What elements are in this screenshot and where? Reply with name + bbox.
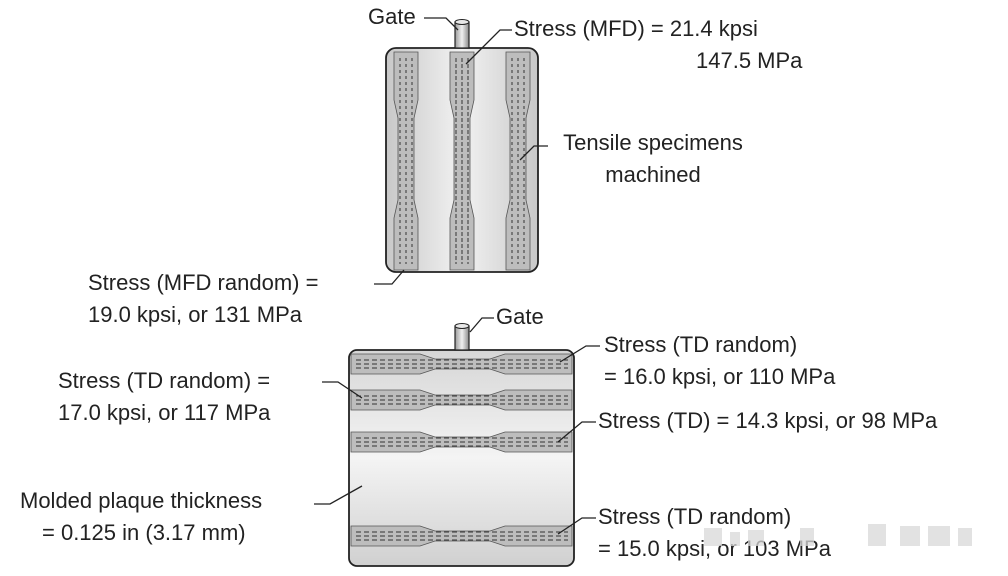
bottom-specimen-3 [350,431,573,453]
stress-mfd-mpa-label: 147.5 MPa [696,48,803,73]
top-specimen-center [449,51,475,271]
stress-mfd-random-label: Stress (MFD random) = [88,270,319,295]
stress-td-random-bottom-label: Stress (TD random) [598,504,792,529]
stress-mfd-label: Stress (MFD) = 21.4 kpsi [514,16,758,41]
leader-top-gate [424,17,459,31]
stress-td-random-right-value: = 16.0 kpsi, or 110 MPa [604,364,836,389]
tensile-machined-label: machined [605,162,701,187]
leader-bottom-gate [469,317,494,333]
stress-td-random-left-value: 17.0 kpsi, or 117 MPa [58,400,271,425]
tensile-specimens-label: Tensile specimens [563,130,743,155]
leader-stress-mfd [465,29,512,65]
leader-td-random-bottom [557,517,596,535]
stress-td-random-bottom-value: = 15.0 kpsi, or 103 MPa [598,536,831,561]
leader-td-random-left [322,381,363,399]
leader-tensile [519,145,548,161]
leader-mfd-random [374,269,405,285]
top-specimen-left [393,51,419,271]
top-gate-label: Gate [368,4,416,29]
bottom-specimen-2 [350,389,573,411]
bottom-specimen-1 [350,353,573,375]
molded-plaque-thickness-label: Molded plaque thickness [20,488,263,513]
stress-td-label: Stress (TD) = 14.3 kpsi, or 98 MPa [598,408,938,433]
bottom-gate-label: Gate [496,304,544,329]
stress-td-random-right-label: Stress (TD random) [604,332,798,357]
stress-td-random-left-label: Stress (TD random) = [58,368,271,393]
stress-mfd-random-value: 19.0 kpsi, or 131 MPa [88,302,303,327]
molded-plaque-thickness-value: = 0.125 in (3.17 mm) [42,520,246,545]
leader-td [557,421,596,443]
watermark-overlay [700,518,1000,558]
bottom-specimen-4 [350,525,573,547]
bottom-gate-pin [454,323,470,351]
top-specimen-right [505,51,531,271]
top-gate-pin [454,19,470,49]
leader-td-random-right [559,345,600,363]
leader-thickness [314,485,363,505]
